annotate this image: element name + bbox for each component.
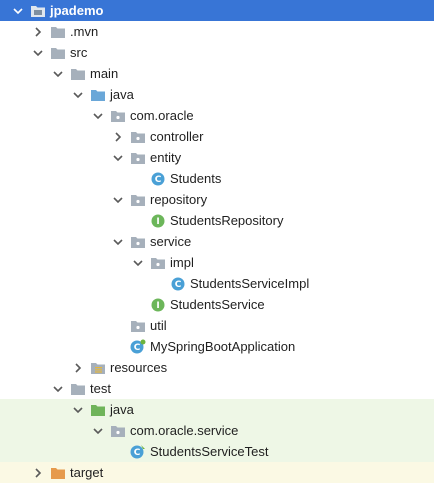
svg-text:C: C bbox=[155, 175, 162, 185]
tree-node-class-my-spring-boot-application[interactable]: C MySpringBootApplication bbox=[0, 336, 434, 357]
tree-node-package-repository[interactable]: repository bbox=[0, 189, 434, 210]
tree-node-folder-resources[interactable]: resources bbox=[0, 357, 434, 378]
tree-node-class-students-service-test[interactable]: C StudentsServiceTest bbox=[0, 441, 434, 462]
package-icon bbox=[130, 318, 146, 334]
tree-node-label: Students bbox=[170, 171, 222, 186]
tree-node-label: test bbox=[90, 381, 111, 396]
chevron-right-icon[interactable] bbox=[32, 26, 44, 38]
folder-icon bbox=[70, 66, 86, 82]
class-icon: C bbox=[170, 276, 186, 292]
tree-node-folder-src[interactable]: src bbox=[0, 42, 434, 63]
tree-node-label: StudentsRepository bbox=[170, 213, 284, 228]
tree-node-label: entity bbox=[150, 150, 182, 165]
chevron-down-icon[interactable] bbox=[112, 194, 124, 206]
svg-text:C: C bbox=[134, 343, 141, 353]
tree-node-label: impl bbox=[170, 255, 194, 270]
svg-text:C: C bbox=[134, 448, 141, 458]
tree-node-label: java bbox=[110, 87, 134, 102]
chevron-down-icon[interactable] bbox=[32, 47, 44, 59]
package-icon bbox=[150, 255, 166, 271]
tree-node-label: com.oracle bbox=[130, 108, 194, 123]
tree-node-label: target bbox=[70, 465, 104, 480]
tree-node-project-root[interactable]: jpademo bbox=[0, 0, 434, 21]
tree-node-label: service bbox=[150, 234, 192, 249]
interface-icon: I bbox=[150, 213, 166, 229]
tree-node-label: repository bbox=[150, 192, 208, 207]
tree-node-label: .mvn bbox=[70, 24, 99, 39]
tree-node-folder-test-java[interactable]: java bbox=[0, 399, 434, 420]
tree-node-class-students[interactable]: C Students bbox=[0, 168, 434, 189]
chevron-down-icon[interactable] bbox=[112, 236, 124, 248]
tree-node-label: main bbox=[90, 66, 119, 81]
tree-node-label: src bbox=[70, 45, 88, 60]
folder-icon bbox=[70, 381, 86, 397]
tree-node-package-util[interactable]: util bbox=[0, 315, 434, 336]
folder-icon bbox=[50, 45, 66, 61]
package-icon bbox=[130, 234, 146, 250]
chevron-right-icon[interactable] bbox=[112, 131, 124, 143]
tree-node-interface-students-repository[interactable]: I StudentsRepository bbox=[0, 210, 434, 231]
tree-node-label: StudentsServiceTest bbox=[150, 444, 269, 459]
resources-folder-icon bbox=[90, 360, 106, 376]
tree-node-label: controller bbox=[150, 129, 204, 144]
tree-node-label: jpademo bbox=[50, 3, 104, 18]
tree-node-label: StudentsService bbox=[170, 297, 265, 312]
tree-node-folder-test[interactable]: test bbox=[0, 378, 434, 399]
chevron-right-icon[interactable] bbox=[32, 467, 44, 479]
package-icon bbox=[110, 423, 126, 439]
chevron-down-icon[interactable] bbox=[72, 404, 84, 416]
test-class-icon: C bbox=[130, 444, 146, 460]
tree-node-folder-target[interactable]: target bbox=[0, 462, 434, 483]
class-icon: C bbox=[150, 171, 166, 187]
spring-class-icon: C bbox=[130, 339, 146, 355]
tree-node-label: java bbox=[110, 402, 134, 417]
test-root-folder-icon bbox=[90, 402, 106, 418]
folder-icon bbox=[50, 24, 66, 40]
chevron-down-icon[interactable] bbox=[52, 383, 64, 395]
tree-node-label: StudentsServiceImpl bbox=[190, 276, 310, 291]
package-icon bbox=[130, 192, 146, 208]
chevron-down-icon[interactable] bbox=[92, 425, 104, 437]
chevron-down-icon[interactable] bbox=[52, 68, 64, 80]
tree-node-folder-mvn[interactable]: .mvn bbox=[0, 21, 434, 42]
chevron-down-icon[interactable] bbox=[72, 89, 84, 101]
svg-text:I: I bbox=[156, 217, 159, 227]
module-folder-icon bbox=[30, 3, 46, 19]
tree-node-package-com-oracle[interactable]: com.oracle bbox=[0, 105, 434, 126]
svg-text:I: I bbox=[156, 301, 159, 311]
package-icon bbox=[130, 150, 146, 166]
tree-node-folder-main[interactable]: main bbox=[0, 63, 434, 84]
interface-icon: I bbox=[150, 297, 166, 313]
tree-node-interface-students-service[interactable]: I StudentsService bbox=[0, 294, 434, 315]
tree-node-package-controller[interactable]: controller bbox=[0, 126, 434, 147]
chevron-down-icon[interactable] bbox=[112, 152, 124, 164]
tree-node-package-impl[interactable]: impl bbox=[0, 252, 434, 273]
svg-text:C: C bbox=[175, 280, 182, 290]
tree-node-label: resources bbox=[110, 360, 168, 375]
tree-node-class-students-service-impl[interactable]: C StudentsServiceImpl bbox=[0, 273, 434, 294]
tree-node-folder-main-java[interactable]: java bbox=[0, 84, 434, 105]
tree-node-package-com-oracle-service[interactable]: com.oracle.service bbox=[0, 420, 434, 441]
chevron-down-icon[interactable] bbox=[132, 257, 144, 269]
source-root-folder-icon bbox=[90, 87, 106, 103]
tree-node-label: MySpringBootApplication bbox=[150, 339, 296, 354]
tree-node-package-service[interactable]: service bbox=[0, 231, 434, 252]
excluded-folder-icon bbox=[50, 465, 66, 481]
package-icon bbox=[130, 129, 146, 145]
tree-node-label: util bbox=[150, 318, 167, 333]
chevron-down-icon[interactable] bbox=[12, 5, 24, 17]
tree-node-label: com.oracle.service bbox=[130, 423, 239, 438]
chevron-down-icon[interactable] bbox=[92, 110, 104, 122]
chevron-right-icon[interactable] bbox=[72, 362, 84, 374]
tree-node-package-entity[interactable]: entity bbox=[0, 147, 434, 168]
package-icon bbox=[110, 108, 126, 124]
